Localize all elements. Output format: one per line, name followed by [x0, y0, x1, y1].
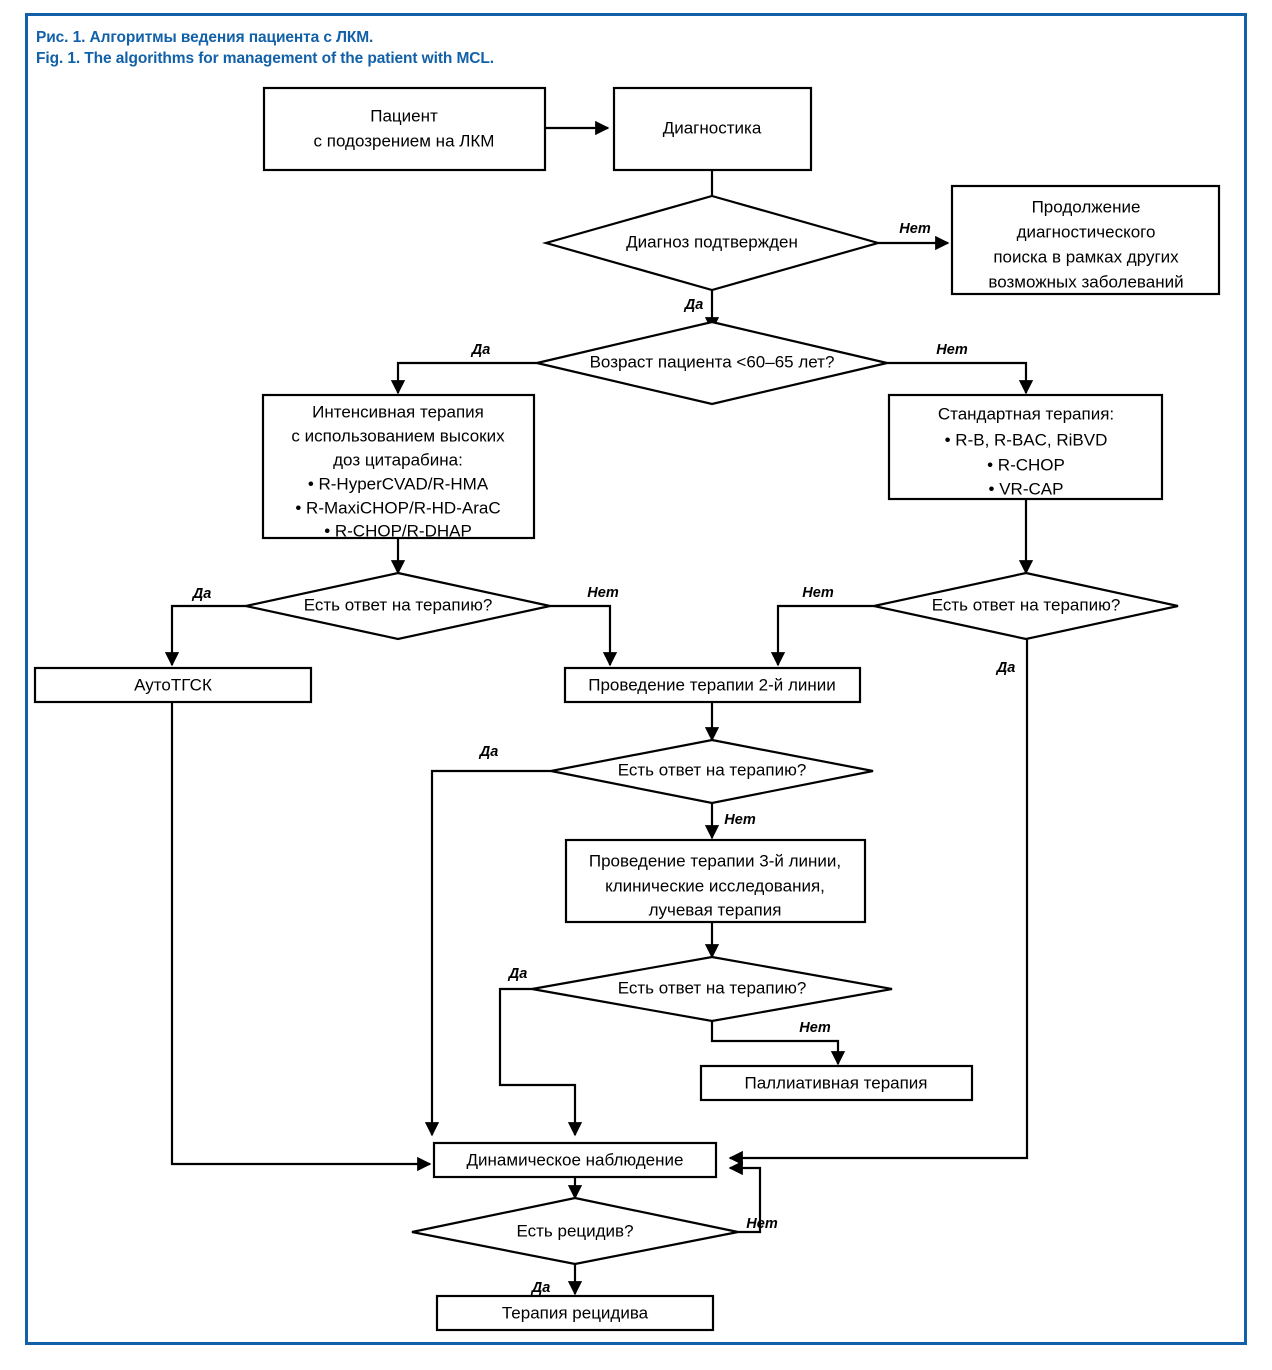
- node-standard-line2: • R-B, R-BAC, RiBVD: [945, 430, 1108, 449]
- node-line2-label: Проведение терапии 2-й линии: [588, 675, 836, 694]
- node-patient-line1: Пациент: [370, 106, 438, 125]
- edge-relapse-no-to-followup: [728, 1160, 762, 1234]
- node-response-check-standard[interactable]: Есть ответ на терапию?: [873, 571, 1179, 641]
- node-dx-confirm-label: Диагноз подтвержден: [626, 232, 798, 251]
- node-relapsetx-label: Терапия рецидива: [502, 1303, 649, 1322]
- edge-label-relapse-yes: Да: [530, 1280, 551, 1296]
- node-response-check-intensive[interactable]: Есть ответ на терапию?: [245, 571, 551, 641]
- node-resp2-label: Есть ответ на терапию?: [618, 760, 807, 779]
- node-palliative-label: Паллиативная терапия: [744, 1073, 927, 1092]
- node-diagnostics[interactable]: Диагностика: [612, 86, 813, 172]
- node-continue-diagnostic-search[interactable]: Продолжение диагностического поиска в ра…: [950, 184, 1221, 296]
- edge-age-yes-to-intensive: [390, 361, 537, 395]
- node-autohsct-label: АутоТГСК: [134, 675, 212, 694]
- node-line3-line1: Проведение терапии 3-й линии,: [589, 851, 841, 870]
- edge-resp1right-no-to-line2: [770, 604, 874, 667]
- edge-label-resp1left-yes: Да: [191, 586, 212, 602]
- node-intensive-therapy[interactable]: Интенсивная терапия с использованием выс…: [261, 393, 536, 540]
- node-intensive-line4: • R-HyperCVAD/R-HMA: [308, 474, 489, 493]
- edge-label-resp1left-no: Нет: [587, 585, 619, 601]
- node-resp3-label: Есть ответ на терапию?: [618, 978, 807, 997]
- edge-label-resp1right-no: Нет: [802, 585, 834, 601]
- node-standard-line4: • VR-CAP: [989, 479, 1064, 498]
- node-auto-hsct[interactable]: АутоТГСК: [33, 666, 313, 704]
- edge-label-resp2-no: Нет: [724, 812, 756, 828]
- edge-label-layer: Нет Да Да Нет Да Нет Нет Да Да Нет Да Не…: [191, 221, 1016, 1296]
- node-relapse-check[interactable]: Есть рецидив?: [411, 1196, 739, 1266]
- figure-frame: [25, 13, 1247, 1345]
- edge-label-resp1right-yes: Да: [995, 660, 1016, 676]
- edge-resp1right-yes-to-followup: [728, 639, 1029, 1166]
- edge-resp1left-no-to-line2: [550, 604, 618, 667]
- edge-resp3-yes-to-followup: [498, 987, 583, 1137]
- edge-resp1left-yes-to-autohsct: [164, 604, 246, 667]
- node-patient[interactable]: Пациент с подозрением на ЛКМ: [262, 86, 547, 172]
- node-standard-line3: • R-CHOP: [987, 455, 1065, 474]
- node-intensive-line1: Интенсивная терапия: [312, 402, 484, 421]
- node-continue-line4: возможных заболеваний: [988, 272, 1183, 291]
- edge-label-resp2-yes: Да: [478, 744, 499, 760]
- node-intensive-line3: доз цитарабина:: [333, 450, 463, 469]
- caption-line-en: Fig. 1. The algorithms for management of…: [36, 50, 494, 67]
- node-dynamic-follow-up[interactable]: Динамическое наблюдение: [432, 1141, 718, 1179]
- node-continue-line3: поиска в рамках других: [993, 247, 1179, 266]
- node-intensive-line5: • R-MaxiCHOP/R-HD-AraC: [295, 498, 500, 517]
- node-second-line-therapy[interactable]: Проведение терапии 2-й линии: [563, 666, 862, 704]
- edge-age-no-to-standard: [887, 361, 1034, 395]
- node-age-label: Возраст пациента <60–65 лет?: [590, 352, 835, 371]
- node-intensive-line6: • R-CHOP/R-DHAP: [324, 521, 472, 540]
- node-palliative-therapy[interactable]: Паллиативная терапия: [699, 1064, 974, 1102]
- node-line3-line3: лучевая терапия: [649, 900, 782, 919]
- node-third-line-therapy[interactable]: Проведение терапии 3-й линии, клинически…: [564, 838, 867, 924]
- edge-label-relapse-no: Нет: [746, 1216, 778, 1232]
- edge-label-age-yes: Да: [470, 342, 491, 358]
- node-line3-line2: клинические исследования,: [605, 876, 825, 895]
- node-standard-line1: Стандартная терапия:: [938, 404, 1114, 423]
- edge-resp2-yes-to-followup: [424, 769, 551, 1137]
- node-continue-line1: Продолжение: [1032, 197, 1141, 216]
- node-continue-line2: диагностического: [1017, 222, 1156, 241]
- node-standard-therapy[interactable]: Стандартная терапия: • R-B, R-BAC, RiBVD…: [887, 393, 1164, 501]
- node-patient-line2: с подозрением на ЛКМ: [314, 131, 495, 150]
- node-diagnostics-line1: Диагностика: [663, 118, 762, 137]
- node-resp1right-label: Есть ответ на терапию?: [932, 595, 1121, 614]
- node-response-check-line2[interactable]: Есть ответ на терапию?: [550, 738, 874, 805]
- caption-line-ru: Рис. 1. Алгоритмы ведения пациента с ЛКМ…: [36, 29, 374, 46]
- edge-label-dx-yes: Да: [683, 297, 704, 313]
- node-diagnosis-confirmed[interactable]: Диагноз подтвержден: [541, 194, 883, 292]
- node-intensive-line2: с использованием высоких: [291, 426, 505, 445]
- edge-label-dx-no: Нет: [899, 221, 931, 237]
- node-relapse-label: Есть рецидив?: [516, 1221, 633, 1240]
- edge-label-resp3-yes: Да: [507, 966, 528, 982]
- connector-layer: [164, 120, 1034, 1296]
- node-relapse-therapy[interactable]: Терапия рецидива: [435, 1294, 715, 1332]
- node-patient-age[interactable]: Возраст пациента <60–65 лет?: [536, 320, 888, 406]
- edge-resp3-no-to-palliative: [710, 1021, 846, 1066]
- node-resp1left-label: Есть ответ на терапию?: [304, 595, 493, 614]
- edge-autohsct-to-followup: [170, 702, 432, 1172]
- figure-caption: Рис. 1. Алгоритмы ведения пациента с ЛКМ…: [36, 27, 936, 69]
- edge-label-resp3-no: Нет: [799, 1020, 831, 1036]
- node-response-check-line3[interactable]: Есть ответ на терапию?: [531, 955, 893, 1023]
- edge-label-age-no: Нет: [936, 342, 968, 358]
- node-followup-label: Динамическое наблюдение: [467, 1150, 684, 1169]
